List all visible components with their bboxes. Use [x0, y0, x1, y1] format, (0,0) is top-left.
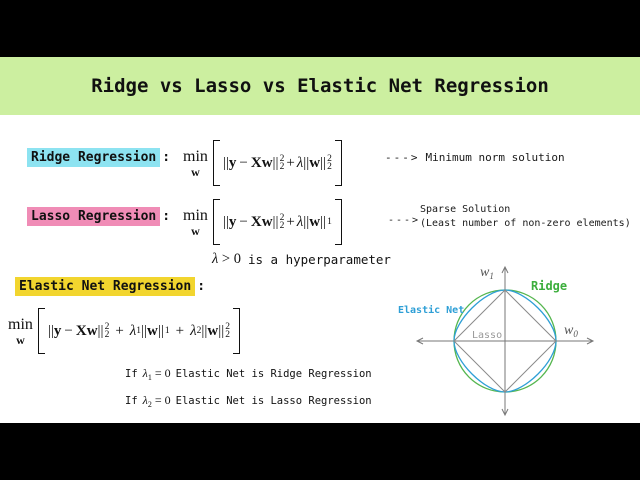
- lasso-label: Lasso Regression: [27, 207, 161, 226]
- lasso-note-line2: (Least number of non-zero elements): [420, 218, 631, 229]
- hyperparameter-text: is a hyperparameter: [247, 252, 391, 267]
- title-band: Ridge vs Lasso vs Elastic Net Regression: [0, 57, 640, 115]
- elastic-label: Elastic Net Regression: [15, 277, 196, 296]
- condition-ridge: If λ1 = 0 Elastic Net is Ridge Regressio…: [125, 366, 372, 382]
- lasso-note-line1: Sparse Solution: [420, 204, 511, 215]
- constraint-region-diagram: w1 w0 Ridge Elastic Net Lasso: [398, 265, 595, 417]
- condition-lasso-text: Elastic Net is Lasso Regression: [175, 395, 372, 407]
- letterbox-bottom: [0, 423, 640, 480]
- elastic-colon: :: [197, 279, 206, 294]
- lasso-colon: :: [162, 209, 171, 224]
- lasso-diamond: [453, 289, 557, 393]
- right-bracket: [334, 199, 342, 245]
- condition-lasso: If λ2 = 0 Elastic Net is Lasso Regressio…: [125, 393, 372, 409]
- min-operator: min w: [183, 206, 208, 238]
- min-operator: min w: [183, 147, 208, 179]
- condition-ridge-text: Elastic Net is Ridge Regression: [175, 368, 372, 380]
- ridge-note-text: Minimum norm solution: [425, 151, 565, 164]
- dashed-arrow: --->: [385, 151, 420, 164]
- left-bracket: [212, 140, 220, 186]
- lambda-condition: λ > 0: [212, 251, 241, 267]
- page-title: Ridge vs Lasso vs Elastic Net Regression: [91, 75, 549, 97]
- y-axis-bottom-arrow-icon: [501, 408, 509, 417]
- letterbox-top: [0, 0, 640, 57]
- right-bracket: [334, 140, 342, 186]
- dashed-arrow: --->: [388, 215, 421, 226]
- x-axis-left-arrow-icon: [415, 337, 424, 345]
- y-axis-top-arrow-icon: [501, 265, 509, 274]
- ridge-colon: :: [162, 150, 171, 165]
- lasso-curve-label: Lasso: [472, 330, 502, 341]
- hyperparameter-line: λ > 0 is a hyperparameter: [212, 251, 391, 268]
- lasso-label-row: Lasso Regression :: [27, 207, 170, 226]
- elastic-label-row: Elastic Net Regression :: [15, 277, 205, 296]
- lambda1-eq-zero: λ1 = 0: [142, 366, 171, 382]
- x-axis-right-arrow-icon: [586, 337, 595, 345]
- ridge-label: Ridge Regression: [27, 148, 161, 167]
- left-bracket: [212, 199, 220, 245]
- ridge-curve-label: Ridge: [531, 279, 567, 293]
- lambda2-eq-zero: λ2 = 0: [142, 393, 171, 409]
- right-bracket: [233, 308, 240, 354]
- min-operator: min w: [8, 315, 33, 347]
- lasso-note: Sparse Solution (Least number of non-zer…: [420, 203, 631, 231]
- ridge-label-row: Ridge Regression :: [27, 148, 170, 167]
- ridge-note: ---> Minimum norm solution: [385, 151, 565, 164]
- y-axis-label: w1: [480, 265, 494, 281]
- elastic-net-curve-label: Elastic Net: [398, 304, 464, 316]
- x-axis-label: w0: [564, 323, 578, 339]
- left-bracket: [37, 308, 45, 354]
